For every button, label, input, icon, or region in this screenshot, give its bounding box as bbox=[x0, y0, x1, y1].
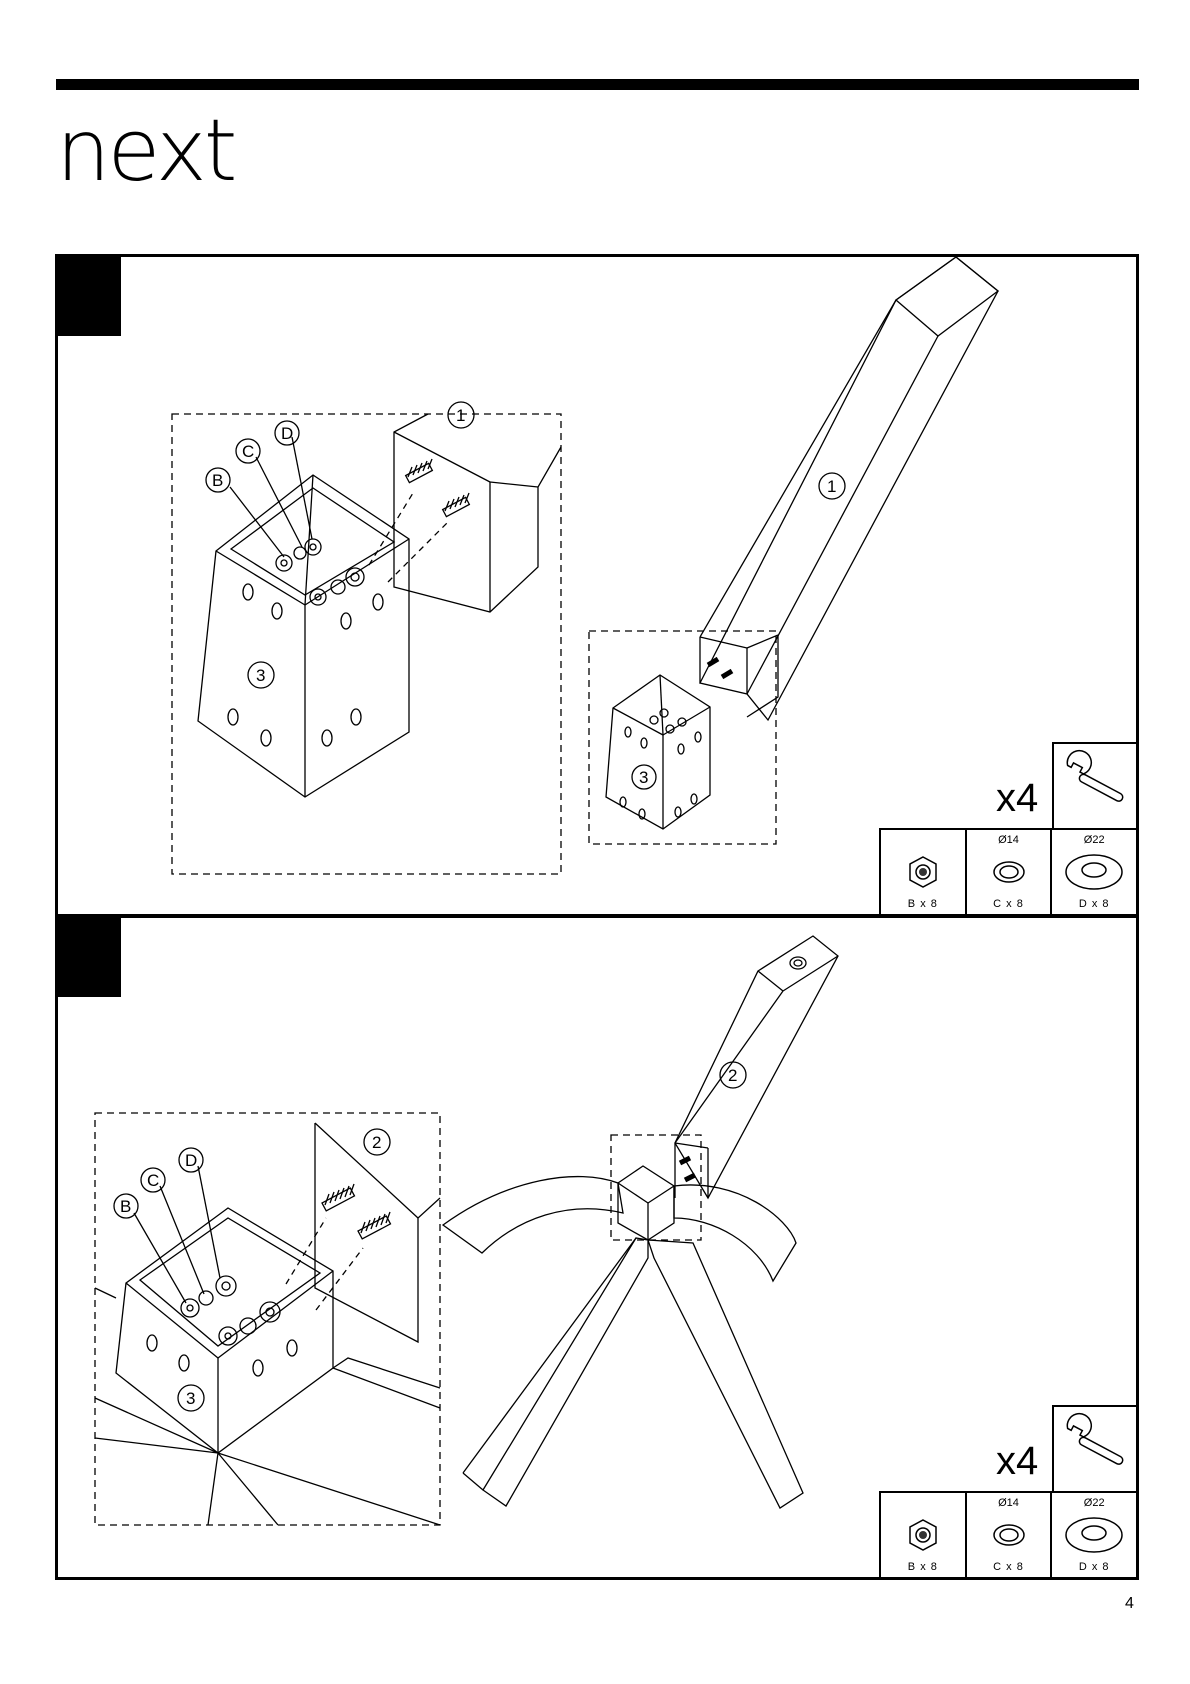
nut-icon bbox=[905, 854, 941, 890]
part-label-2: 2 bbox=[364, 1129, 390, 1155]
hardware-qty: C x 8 bbox=[967, 1561, 1051, 1573]
threaded-stud-icon bbox=[358, 1212, 390, 1239]
callout-d: D bbox=[275, 421, 299, 445]
small-hub-block bbox=[618, 1166, 674, 1240]
svg-text:C: C bbox=[147, 1171, 159, 1190]
spring-washer-icon bbox=[989, 1520, 1029, 1550]
callout-c: C bbox=[236, 439, 260, 463]
hardware-item-d: Ø22 D x 8 bbox=[1052, 830, 1136, 914]
svg-text:3: 3 bbox=[639, 768, 648, 787]
svg-text:1: 1 bbox=[456, 406, 465, 425]
hardware-qty: B x 8 bbox=[881, 1561, 965, 1573]
quantity-multiplier: x4 bbox=[996, 1441, 1038, 1481]
svg-text:D: D bbox=[185, 1151, 197, 1170]
hardware-size: Ø14 bbox=[967, 1497, 1051, 1509]
hardware-item-c: Ø14 C x 8 bbox=[967, 1493, 1053, 1577]
hardware-item-b: B x 8 bbox=[881, 1493, 967, 1577]
leg-end-detail bbox=[394, 414, 561, 612]
hardware-panel: x4 B x 8 Ø14 bbox=[879, 1405, 1136, 1577]
hardware-qty: C x 8 bbox=[967, 898, 1051, 910]
svg-text:C: C bbox=[242, 442, 254, 461]
svg-text:1: 1 bbox=[827, 477, 836, 496]
threaded-stud-icon bbox=[406, 459, 433, 483]
part-label-1: 1 bbox=[819, 473, 845, 499]
tool-box bbox=[1052, 742, 1136, 828]
part-label-3: 3 bbox=[178, 1385, 204, 1411]
left-arm bbox=[443, 1177, 623, 1253]
flat-washer-icon bbox=[1062, 1513, 1126, 1557]
spring-washer-icon bbox=[989, 857, 1029, 887]
nut-icon bbox=[905, 1517, 941, 1553]
quantity-multiplier: x4 bbox=[996, 778, 1038, 818]
leg-end-detail bbox=[315, 1123, 440, 1342]
page-number: 4 bbox=[1125, 1595, 1134, 1613]
hardware-size: Ø22 bbox=[1052, 834, 1136, 846]
right-arm bbox=[674, 1185, 796, 1281]
hardware-size: Ø22 bbox=[1052, 1497, 1136, 1509]
part-label-1: 1 bbox=[448, 402, 474, 428]
brand-logo: next bbox=[56, 108, 235, 194]
step-panel-2: 2 2 3 B C D x4 bbox=[55, 915, 1139, 1580]
hardware-item-b: B x 8 bbox=[881, 830, 967, 914]
leg-1-upper bbox=[700, 257, 998, 720]
front-left-leg bbox=[483, 1238, 648, 1506]
hub-block-detail bbox=[116, 1208, 333, 1453]
hardware-row: B x 8 Ø14 C x 8 Ø22 D x 8 bbox=[879, 1491, 1136, 1577]
svg-text:B: B bbox=[212, 471, 223, 490]
tool-box bbox=[1052, 1405, 1136, 1491]
hardware-qty: D x 8 bbox=[1052, 898, 1136, 910]
hardware-qty: B x 8 bbox=[881, 898, 965, 910]
threaded-stud-icon bbox=[443, 493, 470, 517]
hardware-panel: x4 B x 8 Ø14 bbox=[879, 742, 1136, 914]
spanner-icon bbox=[1054, 744, 1134, 824]
hardware-qty: D x 8 bbox=[1052, 1561, 1136, 1573]
small-inset-frame bbox=[589, 631, 776, 844]
callout-c: C bbox=[141, 1168, 165, 1192]
svg-text:D: D bbox=[281, 424, 293, 443]
step-panel-1: 1 1 3 3 B C D x4 bbox=[55, 254, 1139, 917]
hub-block-detail bbox=[198, 475, 409, 797]
threaded-stud-icon bbox=[322, 1184, 354, 1211]
hardware-item-d: Ø22 D x 8 bbox=[1052, 1493, 1136, 1577]
front-right-leg bbox=[648, 1240, 803, 1508]
callout-b: B bbox=[114, 1194, 138, 1218]
svg-text:B: B bbox=[120, 1197, 131, 1216]
leg-2-upper bbox=[675, 936, 838, 1198]
svg-text:2: 2 bbox=[728, 1066, 737, 1085]
hardware-item-c: Ø14 C x 8 bbox=[967, 830, 1053, 914]
hardware-row: B x 8 Ø14 C x 8 Ø22 D x 8 bbox=[879, 828, 1136, 914]
svg-text:2: 2 bbox=[372, 1133, 381, 1152]
callout-d: D bbox=[179, 1148, 203, 1172]
callout-b: B bbox=[206, 468, 230, 492]
header-rule bbox=[56, 79, 1139, 90]
hardware-size: Ø14 bbox=[967, 834, 1051, 846]
part-label-3: 3 bbox=[248, 662, 274, 688]
svg-text:3: 3 bbox=[186, 1389, 195, 1408]
flat-washer-icon bbox=[1062, 850, 1126, 894]
spanner-icon bbox=[1054, 1407, 1134, 1487]
part-label-3: 3 bbox=[632, 765, 656, 789]
svg-text:3: 3 bbox=[256, 666, 265, 685]
